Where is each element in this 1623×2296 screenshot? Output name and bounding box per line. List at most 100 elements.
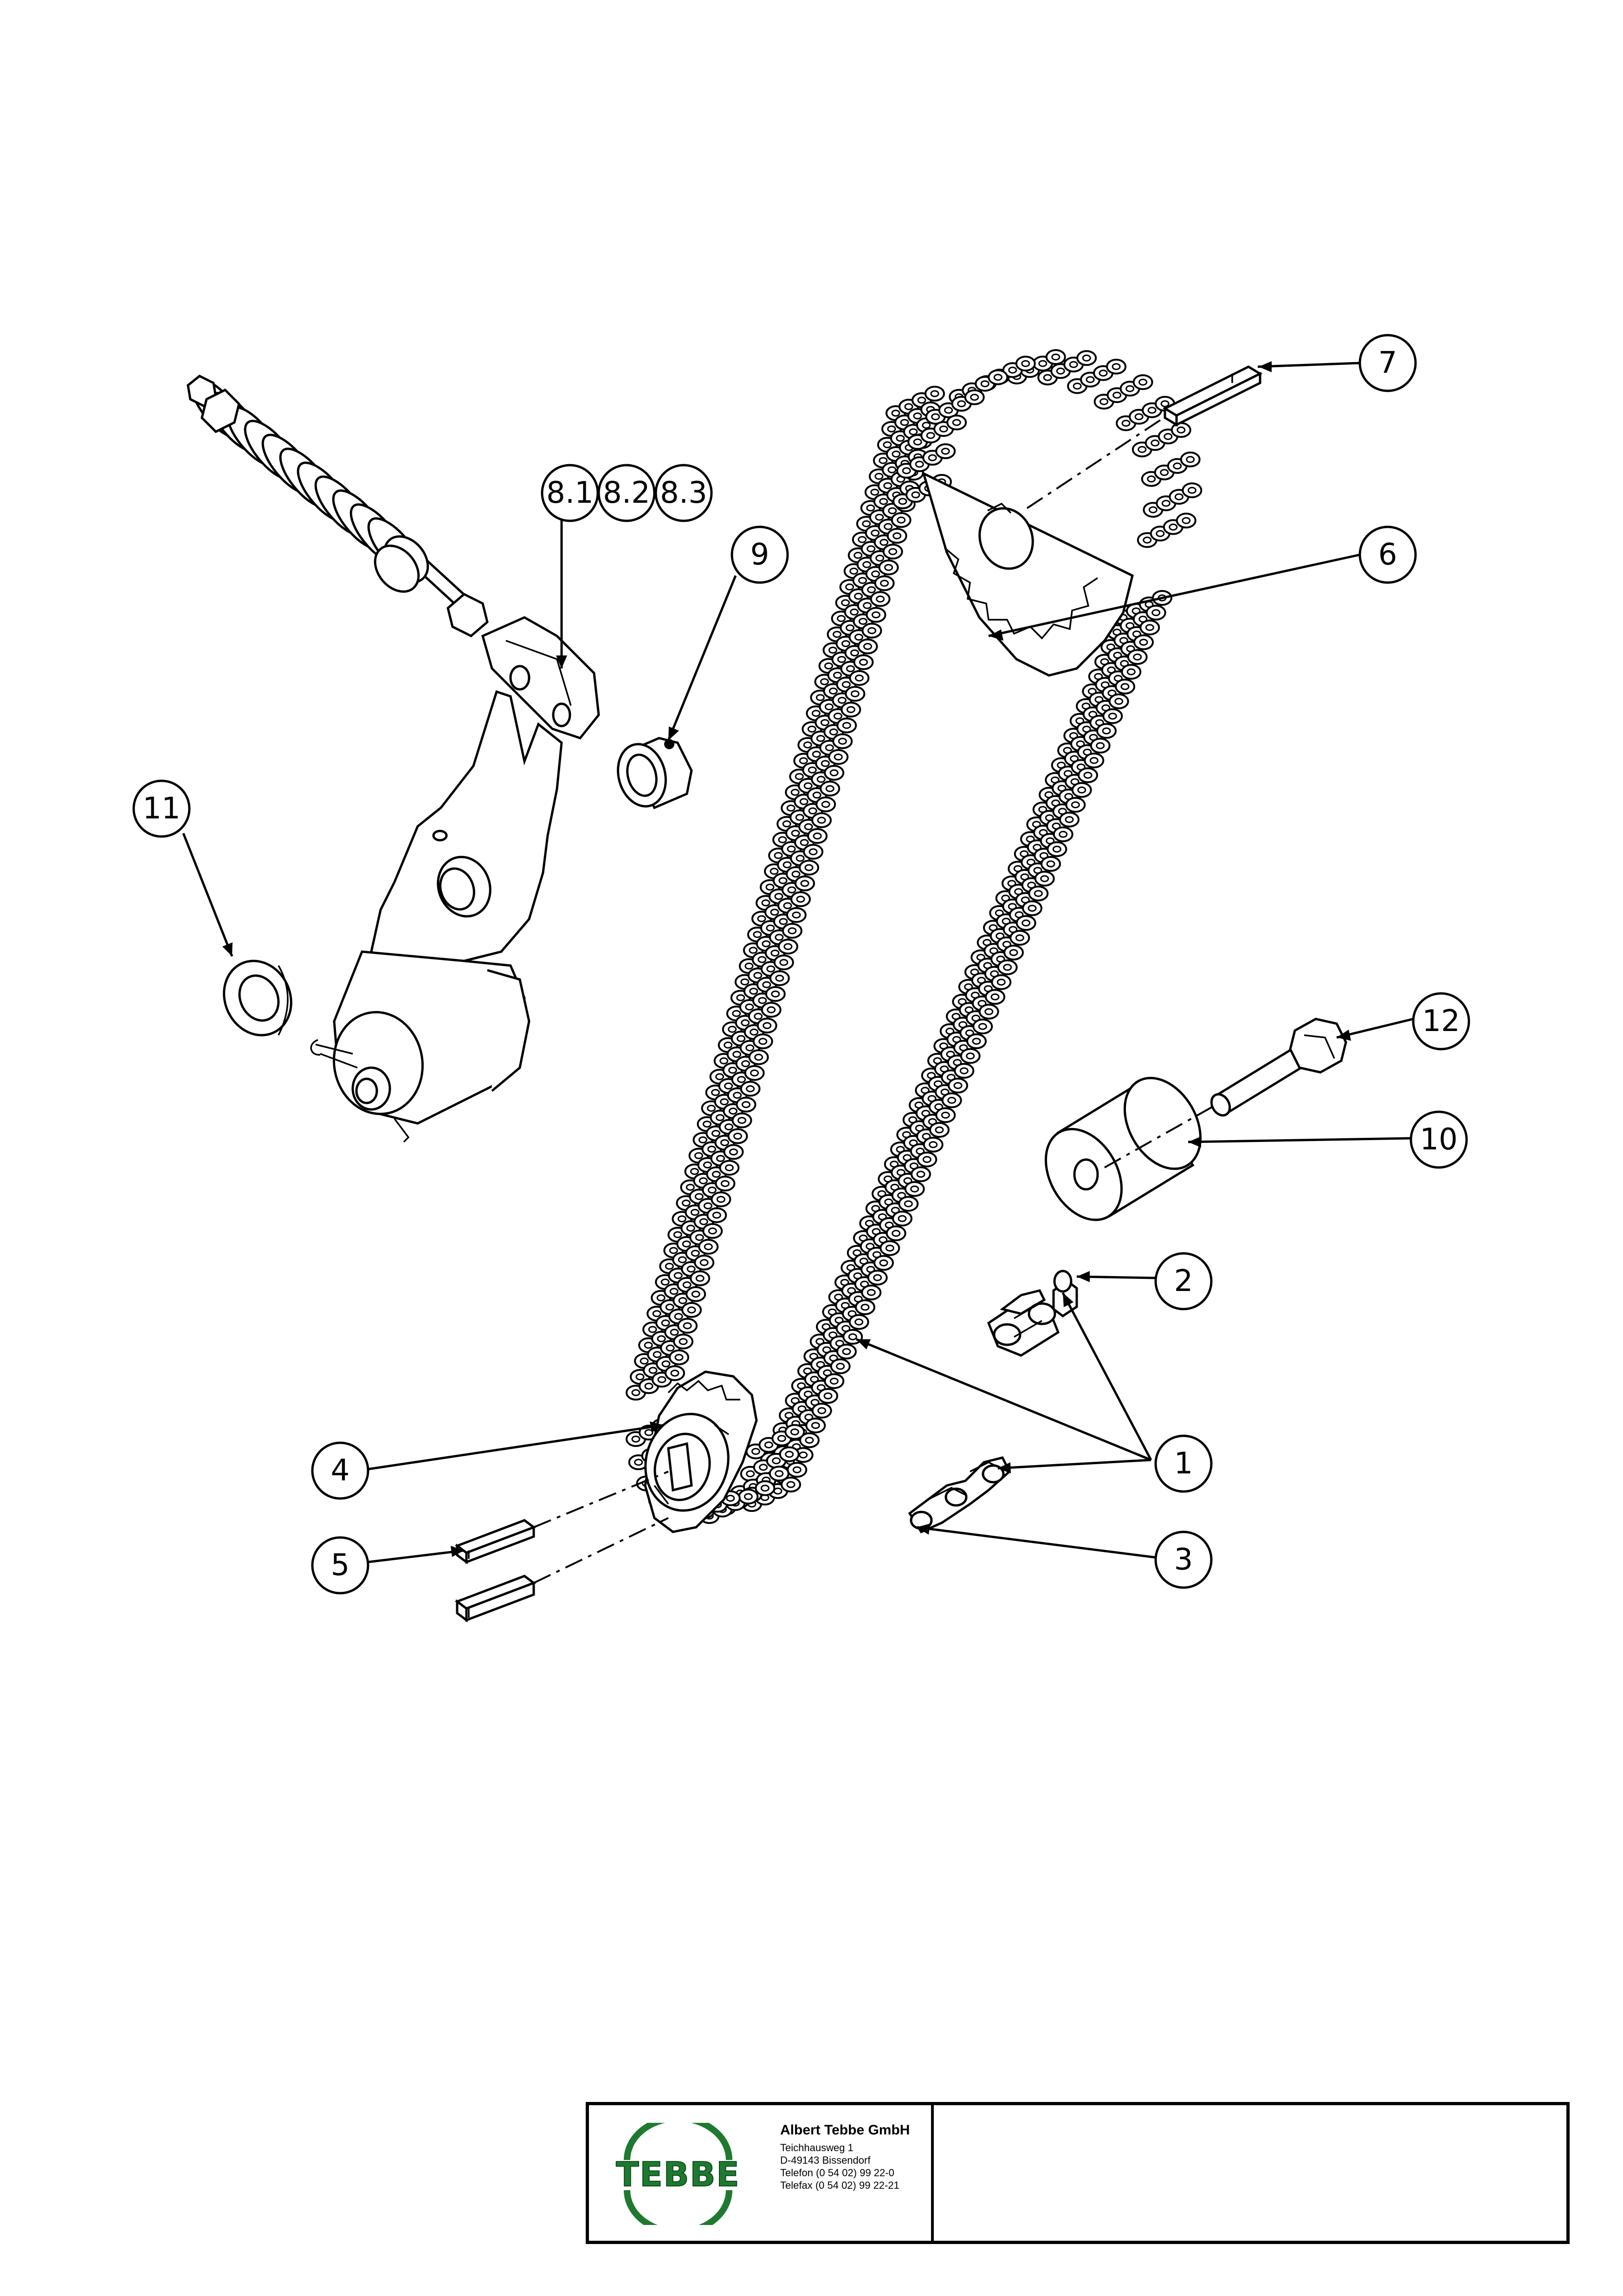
chain-link: [1076, 350, 1097, 366]
chain-link: [665, 1365, 685, 1381]
chain-link: [757, 1018, 777, 1034]
callout-4-label: 4: [331, 1453, 350, 1488]
callout-10: 11: [132, 779, 191, 838]
chain-link: [1034, 870, 1055, 887]
logo-cell: TEBBE Albert Tebbe GmbH Teichhausweg 1 D…: [589, 2105, 934, 2241]
chain-link: [1045, 349, 1066, 365]
centerline-5a: [533, 1471, 669, 1528]
chain-link: [755, 1480, 776, 1496]
chain-link: [706, 1207, 727, 1223]
chain-link: [857, 638, 878, 655]
callout-9: 9: [731, 525, 789, 584]
callout-5-label: 5: [331, 1548, 350, 1583]
chain-link: [1059, 811, 1080, 828]
chain-link: [841, 701, 861, 718]
company-name: Albert Tebbe GmbH: [780, 2122, 910, 2138]
chain-link: [1015, 356, 1036, 372]
chain-link: [972, 1018, 993, 1035]
chain-link: [853, 654, 874, 670]
centerline-7: [1022, 419, 1161, 512]
chain-link: [799, 860, 819, 876]
chain-link: [954, 1063, 975, 1079]
chain-link: [731, 1112, 752, 1129]
chain-link: [748, 1049, 769, 1065]
chain-link: [738, 1488, 759, 1505]
chain-link: [784, 1424, 805, 1440]
chain-link: [795, 876, 815, 891]
callout-2-label: 2: [1174, 1264, 1193, 1298]
chain-link: [769, 970, 790, 986]
callout-5: 5: [311, 1536, 369, 1595]
callout-3-label: 3: [1174, 1543, 1193, 1577]
chain-link: [867, 1270, 888, 1286]
callout-2: 2: [1154, 1252, 1213, 1310]
chain-link: [1132, 374, 1153, 390]
callout-1-label: 1: [1174, 1446, 1193, 1481]
chain-link: [811, 1402, 832, 1419]
chain-link: [777, 939, 798, 955]
callout-8-2: 8.2: [597, 464, 656, 522]
chain-link: [911, 1166, 931, 1182]
chain-link: [923, 1136, 944, 1153]
spacer-part-11: [1044, 1077, 1202, 1221]
bolt-part-12: [1210, 1018, 1347, 1117]
chain-link: [946, 415, 967, 431]
chain-link: [966, 1033, 987, 1049]
callout-11: 10: [1410, 1110, 1468, 1169]
chain-link: [779, 1446, 800, 1462]
chain-link: [904, 1181, 925, 1197]
upper-sprocket: [922, 471, 1134, 677]
chain-link: [830, 1358, 851, 1375]
chain-link: [874, 575, 895, 591]
chain-link: [681, 1302, 702, 1318]
chain-link: [1003, 945, 1024, 960]
fax-number: Telefax (0 54 02) 99 22-21: [780, 2179, 899, 2191]
chain-link: [1108, 693, 1129, 709]
leader-lines: [182, 361, 1414, 1563]
callout-8-3-label: 8.3: [660, 476, 707, 510]
chain-link: [1065, 797, 1086, 813]
chain-link: [824, 765, 845, 781]
chain-link: [964, 389, 985, 405]
chain-link: [787, 1462, 808, 1478]
chain-link: [673, 1333, 694, 1349]
chain-link: [824, 1373, 845, 1389]
chain-link: [1121, 664, 1142, 680]
chain-link: [702, 1223, 723, 1239]
chain-link: [878, 559, 899, 576]
callout-12: 12: [1412, 992, 1470, 1051]
chain-link: [790, 891, 811, 907]
callout-10-label: 11: [142, 791, 180, 826]
chain-link: [1180, 451, 1201, 467]
chain-link: [807, 828, 828, 844]
callout-11-label: 10: [1420, 1122, 1457, 1157]
chain-link: [935, 1107, 956, 1123]
chain-link: [1047, 841, 1067, 857]
chain-link: [690, 1270, 711, 1286]
callout-4: 4: [311, 1441, 369, 1500]
chain-link: [978, 1004, 999, 1020]
address-city: D-49143 Bissendorf: [780, 2154, 871, 2166]
chain-link: [803, 843, 824, 860]
chain-link: [786, 907, 807, 923]
chain-link: [811, 812, 832, 828]
chain-link: [765, 986, 786, 1002]
chain-link: [1133, 634, 1154, 650]
chain-link: [845, 686, 866, 702]
chain-link: [740, 1081, 761, 1097]
callout-8-2-label: 8.2: [603, 476, 650, 510]
chain-link: [925, 386, 945, 402]
chain-link: [1084, 752, 1105, 769]
company-info: Albert Tebbe GmbH Teichhausweg 1 D-49143…: [780, 2122, 931, 2192]
chain-link: [820, 780, 841, 797]
chain-link: [694, 1254, 715, 1271]
chain-link: [1139, 619, 1160, 636]
callout-3: 3: [1154, 1531, 1213, 1589]
chain-link: [727, 1128, 748, 1144]
centerline-5b: [533, 1517, 669, 1584]
callout-6: 6: [1358, 525, 1417, 584]
callout-12-label: 12: [1422, 1004, 1460, 1038]
callout-8-1: 8.1: [541, 464, 599, 522]
chain-link: [832, 733, 853, 749]
chain-link: [849, 670, 870, 686]
